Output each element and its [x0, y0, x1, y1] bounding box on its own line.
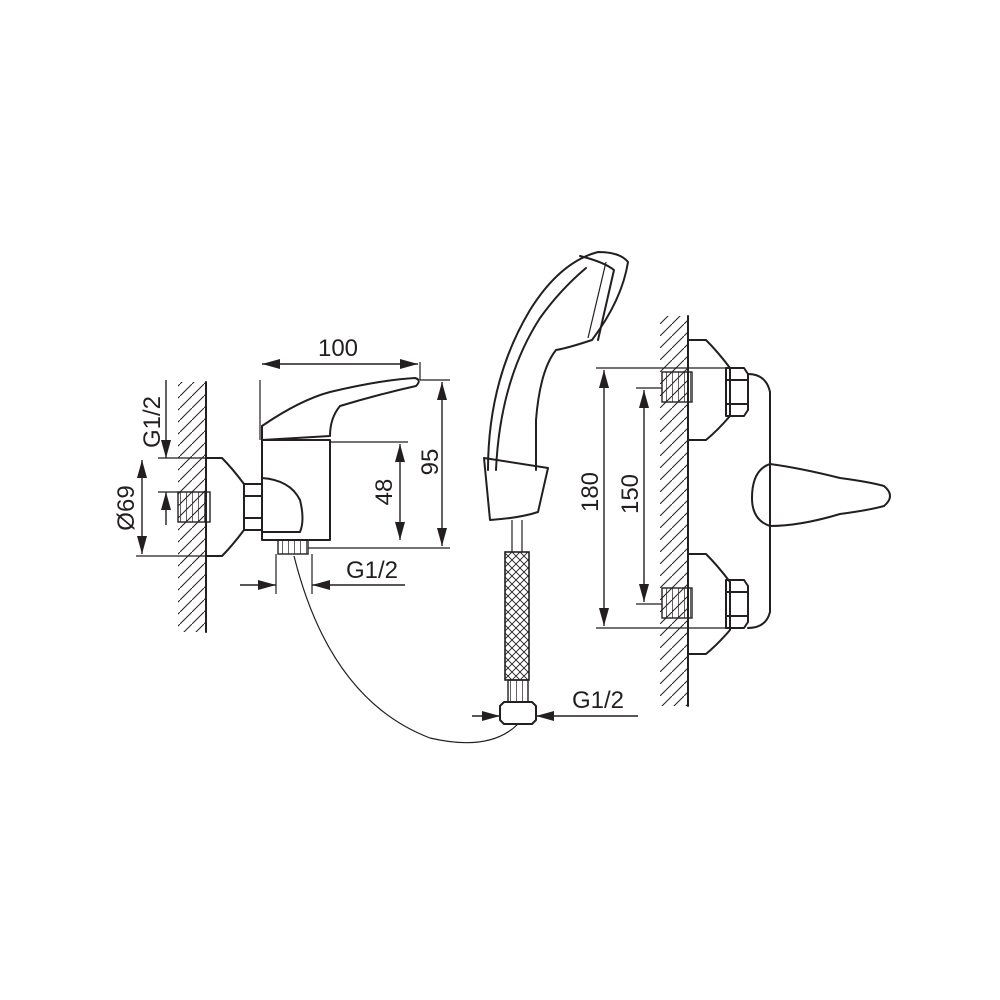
shower-face	[579, 255, 615, 341]
mixer-body	[261, 439, 331, 541]
rosette	[205, 457, 245, 557]
arrow-rosette-bottom	[137, 536, 147, 554]
upper-nut	[725, 367, 749, 417]
hand-shower	[483, 251, 629, 725]
dim-outlet-thread: G1/2	[346, 557, 398, 584]
arrow-inlet-thread-bottom	[161, 492, 171, 510]
lever-handle	[261, 377, 420, 441]
arrow-rosette-top	[137, 460, 147, 478]
arrow-95-top	[437, 382, 447, 400]
arrow-100-left	[262, 359, 280, 369]
arrow-inlet-thread-top	[161, 440, 171, 458]
arrow-150-bottom	[639, 584, 649, 602]
shower-inner-line	[495, 267, 587, 471]
dim-rosette-diameter: Ø69	[113, 485, 140, 530]
dim-hose-thread: G1/2	[572, 687, 624, 714]
front-body	[747, 373, 771, 629]
dim-inlet-thread: G1/2	[139, 396, 166, 448]
mixer-front-view	[660, 315, 891, 707]
upper-rosette	[687, 339, 731, 441]
arrow-180-top	[599, 370, 609, 388]
arrow-hose-left	[482, 711, 500, 721]
arrow-150-top	[639, 390, 649, 408]
mixer-side-view	[177, 377, 420, 633]
mixer-dimensions: 100 95 48 G1/2 Ø69 G1/2	[113, 335, 450, 594]
shower-hose	[504, 551, 530, 681]
arrow-100-right	[400, 359, 418, 369]
shower-holder	[483, 457, 549, 521]
outlet-thread	[277, 539, 309, 555]
inlet-thread	[177, 491, 211, 523]
arrow-outlet-right	[312, 580, 330, 590]
arrow-95-bottom	[437, 528, 447, 546]
arrow-180-bottom	[599, 608, 609, 626]
dim-max-spacing: 180	[577, 472, 604, 512]
inlet-nut	[243, 483, 263, 531]
dim-mixer-length: 100	[318, 335, 358, 362]
hose-thread	[507, 679, 529, 703]
dim-lever-axis-height: 48	[371, 479, 398, 506]
front-lever	[751, 463, 891, 527]
arrow-hose-right	[536, 711, 554, 721]
hose-dimension: G1/2	[472, 687, 638, 721]
arrow-48-bottom	[395, 522, 405, 540]
dim-mixer-height: 95	[417, 449, 444, 476]
arrow-48-top	[395, 444, 405, 462]
shower-face-inner	[587, 261, 607, 339]
shower-head	[487, 251, 629, 471]
hose-nut	[499, 701, 537, 725]
lower-rosette	[687, 553, 731, 655]
connection-curve	[293, 555, 519, 744]
body-shoulder	[261, 477, 304, 533]
front-dimensions: 180 150	[577, 367, 726, 629]
arrow-outlet-left	[258, 580, 276, 590]
dim-min-spacing: 150	[617, 474, 644, 514]
